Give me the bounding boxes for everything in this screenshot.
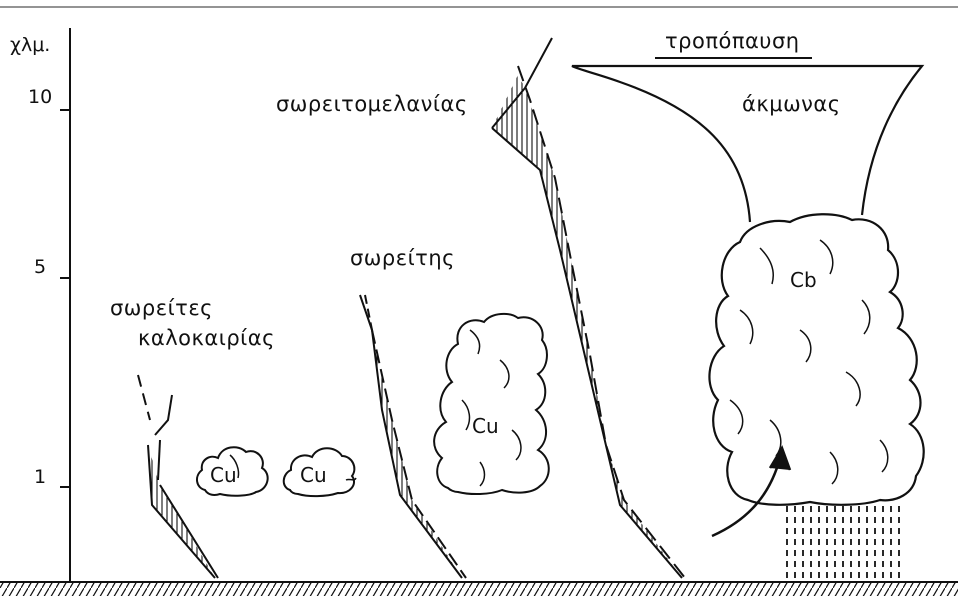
fair-weather-label-line2: καλοκαιρίας [138,326,275,350]
cloud-label-cu-towering: Cu [472,414,499,438]
anvil [572,66,922,222]
cloud-label-cb: Cb [790,268,817,292]
ground [0,582,958,596]
rain-shaft [785,502,903,582]
cumulonimbus-stage [492,38,685,578]
cumulus-stage-label: σωρείτης [350,246,455,270]
axis-unit-label: χλμ. [10,34,50,56]
tick-label-10km: 10 [28,86,52,108]
cumulonimbus-stage-label: σωρειτομελανίας [276,92,468,116]
altitude-axis [60,28,70,582]
cloud-label-cu-1: Cu [210,463,237,487]
fair-weather-label-line1: σωρείτες [110,296,213,320]
cloud-label-cu-2: Cu [300,463,327,487]
cumulonimbus-body [709,214,923,505]
tropopause-label: τροπόπαυση [665,29,800,53]
tick-label-5km: 5 [34,256,46,278]
tick-label-1km: 1 [34,466,46,488]
cumulus-towering [434,314,549,494]
anvil-label: άκμωνας [742,92,841,116]
